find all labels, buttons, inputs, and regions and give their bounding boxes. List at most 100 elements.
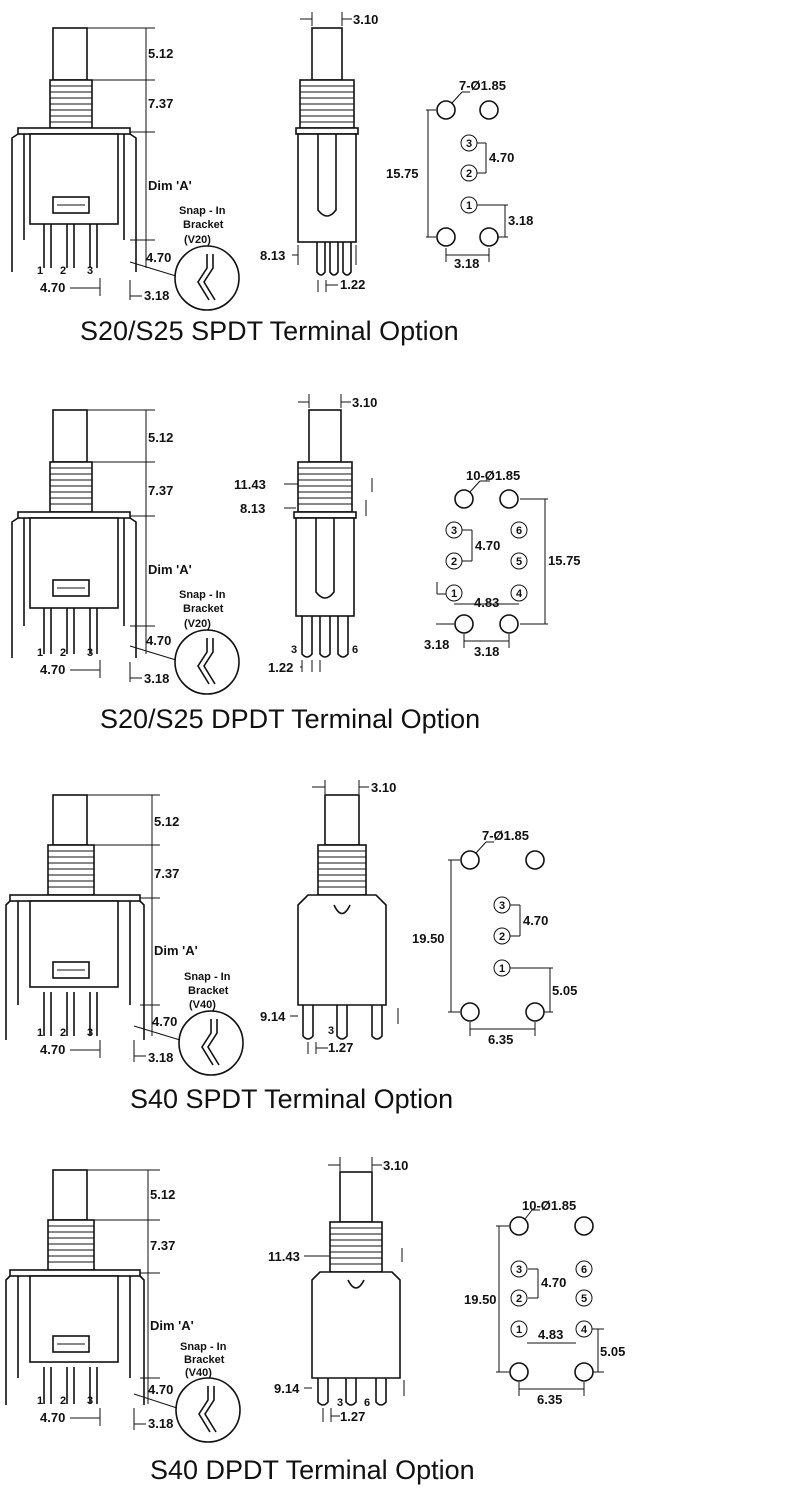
switch-housing (297, 894, 387, 1006)
dim-a-label: Dim 'A' (150, 1318, 194, 1333)
mounting-flange (9, 1269, 141, 1277)
section-s40-spdt: 1 2 3 5.12 7.37 Dim 'A' 4.70 4.70 3.18 S… (5, 780, 577, 1114)
mount-hole (479, 227, 499, 247)
side-pin-label: 6 (364, 1397, 370, 1409)
terminal-number: 4 (581, 1324, 588, 1336)
pcb-footprint: 3 6 2 5 1 4 10-Ø1.85 19.50 4.70 4.83 5.0… (464, 1198, 625, 1407)
terminal-hole (510, 1289, 528, 1307)
dim-thread-height: 7.37 (154, 866, 179, 881)
front-view: 1 2 3 5.12 7.37 Dim 'A' 4.70 4.70 3.18 (5, 794, 198, 1065)
dim-plunger-width: 3.10 (352, 395, 377, 410)
dim-terminal-pitch: 4.70 (475, 538, 500, 553)
mount-hole (525, 1002, 545, 1022)
side-view: 3 6 3.10 11.43 8.13 1.22 (234, 394, 377, 675)
hole-spec: 7-Ø1.85 (459, 78, 506, 93)
dim-plunger-height: 5.12 (148, 46, 173, 61)
snap-in-bracket-legs (5, 1275, 145, 1405)
dim-plunger-width: 3.10 (383, 1158, 408, 1173)
terminal-number: 2 (451, 556, 457, 568)
switch-housing (311, 1271, 401, 1379)
dim-pin-width: 1.27 (340, 1409, 365, 1424)
mount-hole (436, 100, 456, 120)
terminal-hole (575, 1289, 593, 1307)
terminal-number: 3 (466, 138, 472, 150)
dim-bracket-offset: 3.18 (148, 1416, 173, 1431)
bracket-profile (201, 1019, 220, 1066)
dim-thread-height: 7.37 (150, 1238, 175, 1253)
dim-pin-pitch: 4.70 (40, 662, 65, 677)
side-pin-label: 3 (337, 1397, 343, 1409)
dim-terminal-offset: 3.18 (508, 213, 533, 228)
front-view: 1 2 3 5.12 7.37 Dim 'A' 4.70 4.70 3.18 (11, 409, 192, 686)
dim-bushing-width: 11.43 (268, 1249, 300, 1264)
dim-bushing-width: 11.43 (234, 477, 266, 492)
bracket-detail-circle (175, 1377, 241, 1443)
terminal-hole (575, 1260, 593, 1278)
dim-pin-width: 1.27 (328, 1040, 353, 1055)
dim-bracket-offset: 3.18 (144, 288, 169, 303)
pin-label: 3 (87, 647, 93, 659)
actuator-plunger (52, 409, 88, 463)
dim-hole-spacing: 3.18 (454, 256, 479, 271)
dim-footprint-height: 19.50 (412, 931, 445, 946)
snap-in-bracket-legs (5, 900, 145, 1040)
pcb-footprint: 3 6 2 5 1 4 10-Ø1.85 15.75 4.70 4.83 3.1… (424, 468, 581, 659)
actuator-plunger (52, 1169, 88, 1221)
side-pin-label: 3 (291, 644, 297, 656)
dim-terminal-pitch: 4.70 (541, 1275, 566, 1290)
front-view: 1 2 3 5.12 7.37 Dim 'A' 4.70 4.70 3.18 (11, 27, 192, 303)
terminal-number: 1 (499, 963, 505, 975)
snap-in-bracket-legs (11, 517, 137, 658)
terminal-number: 1 (466, 200, 472, 212)
terminal-hole (445, 584, 463, 602)
dim-terminal-offset: 5.05 (552, 983, 577, 998)
side-view: 3 6 3.10 11.43 9.14 1.27 (268, 1157, 408, 1424)
front-view: 1 2 3 5.12 7.37 Dim 'A' 4.70 4.70 3.18 (5, 1169, 194, 1431)
snap-label-line1: Snap - In (180, 1341, 227, 1353)
dim-terminal-offset: 3.18 (424, 637, 449, 652)
snap-label-line1: Snap - In (184, 971, 231, 983)
mount-hole (574, 1362, 594, 1382)
bracket-profile (197, 254, 216, 301)
bracket-profile (198, 1386, 217, 1433)
dim-footprint-height: 15.75 (548, 553, 581, 568)
terminal-hole (510, 552, 528, 570)
snap-label-line2: Bracket (188, 985, 229, 997)
pin-label: 1 (37, 1027, 43, 1039)
dim-terminal-pitch: 4.70 (489, 150, 514, 165)
dim-terminal-pitch: 4.70 (523, 913, 548, 928)
mount-hole (454, 489, 474, 509)
mounting-flange (9, 894, 141, 902)
terminal-hole (510, 1320, 528, 1338)
dim-bracket-tail: 4.70 (146, 633, 171, 648)
dim-terminal-spacing: 4.83 (474, 595, 499, 610)
dim-hole-spacing: 6.35 (537, 1392, 562, 1407)
bracket-detail-circle (174, 629, 240, 695)
terminal-pins (301, 616, 349, 658)
dim-hole-spacing: 3.18 (474, 644, 499, 659)
snap-model: (V40) (189, 999, 216, 1011)
snap-in-bracket-legs (11, 133, 137, 272)
mount-hole (574, 1216, 594, 1236)
terminal-number: 5 (581, 1293, 587, 1305)
section-title: S40 DPDT Terminal Option (150, 1455, 475, 1485)
terminal-number: 1 (451, 588, 457, 600)
dim-side-width: 9.14 (260, 1009, 286, 1024)
pin-label: 1 (37, 647, 43, 659)
terminal-number: 3 (516, 1264, 522, 1276)
pin-label: 2 (60, 265, 66, 277)
dim-side-width: 9.14 (274, 1381, 300, 1396)
section-s20-spdt: 1 2 3 5.12 7.37 Dim 'A' 4.70 4.70 3.18 S… (11, 12, 533, 346)
pin-label: 2 (60, 1395, 66, 1407)
dim-a-label: Dim 'A' (148, 562, 192, 577)
pin-label: 3 (87, 265, 93, 277)
terminal-pins (43, 608, 98, 654)
dim-side-width: 8.13 (260, 248, 285, 263)
terminal-number: 4 (516, 588, 523, 600)
snap-model: (V40) (185, 1367, 212, 1379)
pin-label: 3 (87, 1027, 93, 1039)
section-s40-dpdt: 1 2 3 5.12 7.37 Dim 'A' 4.70 4.70 3.18 S… (5, 1157, 625, 1485)
dim-side-width: 8.13 (240, 501, 265, 516)
dim-pin-width: 1.22 (268, 660, 293, 675)
terminal-number: 2 (466, 168, 472, 180)
